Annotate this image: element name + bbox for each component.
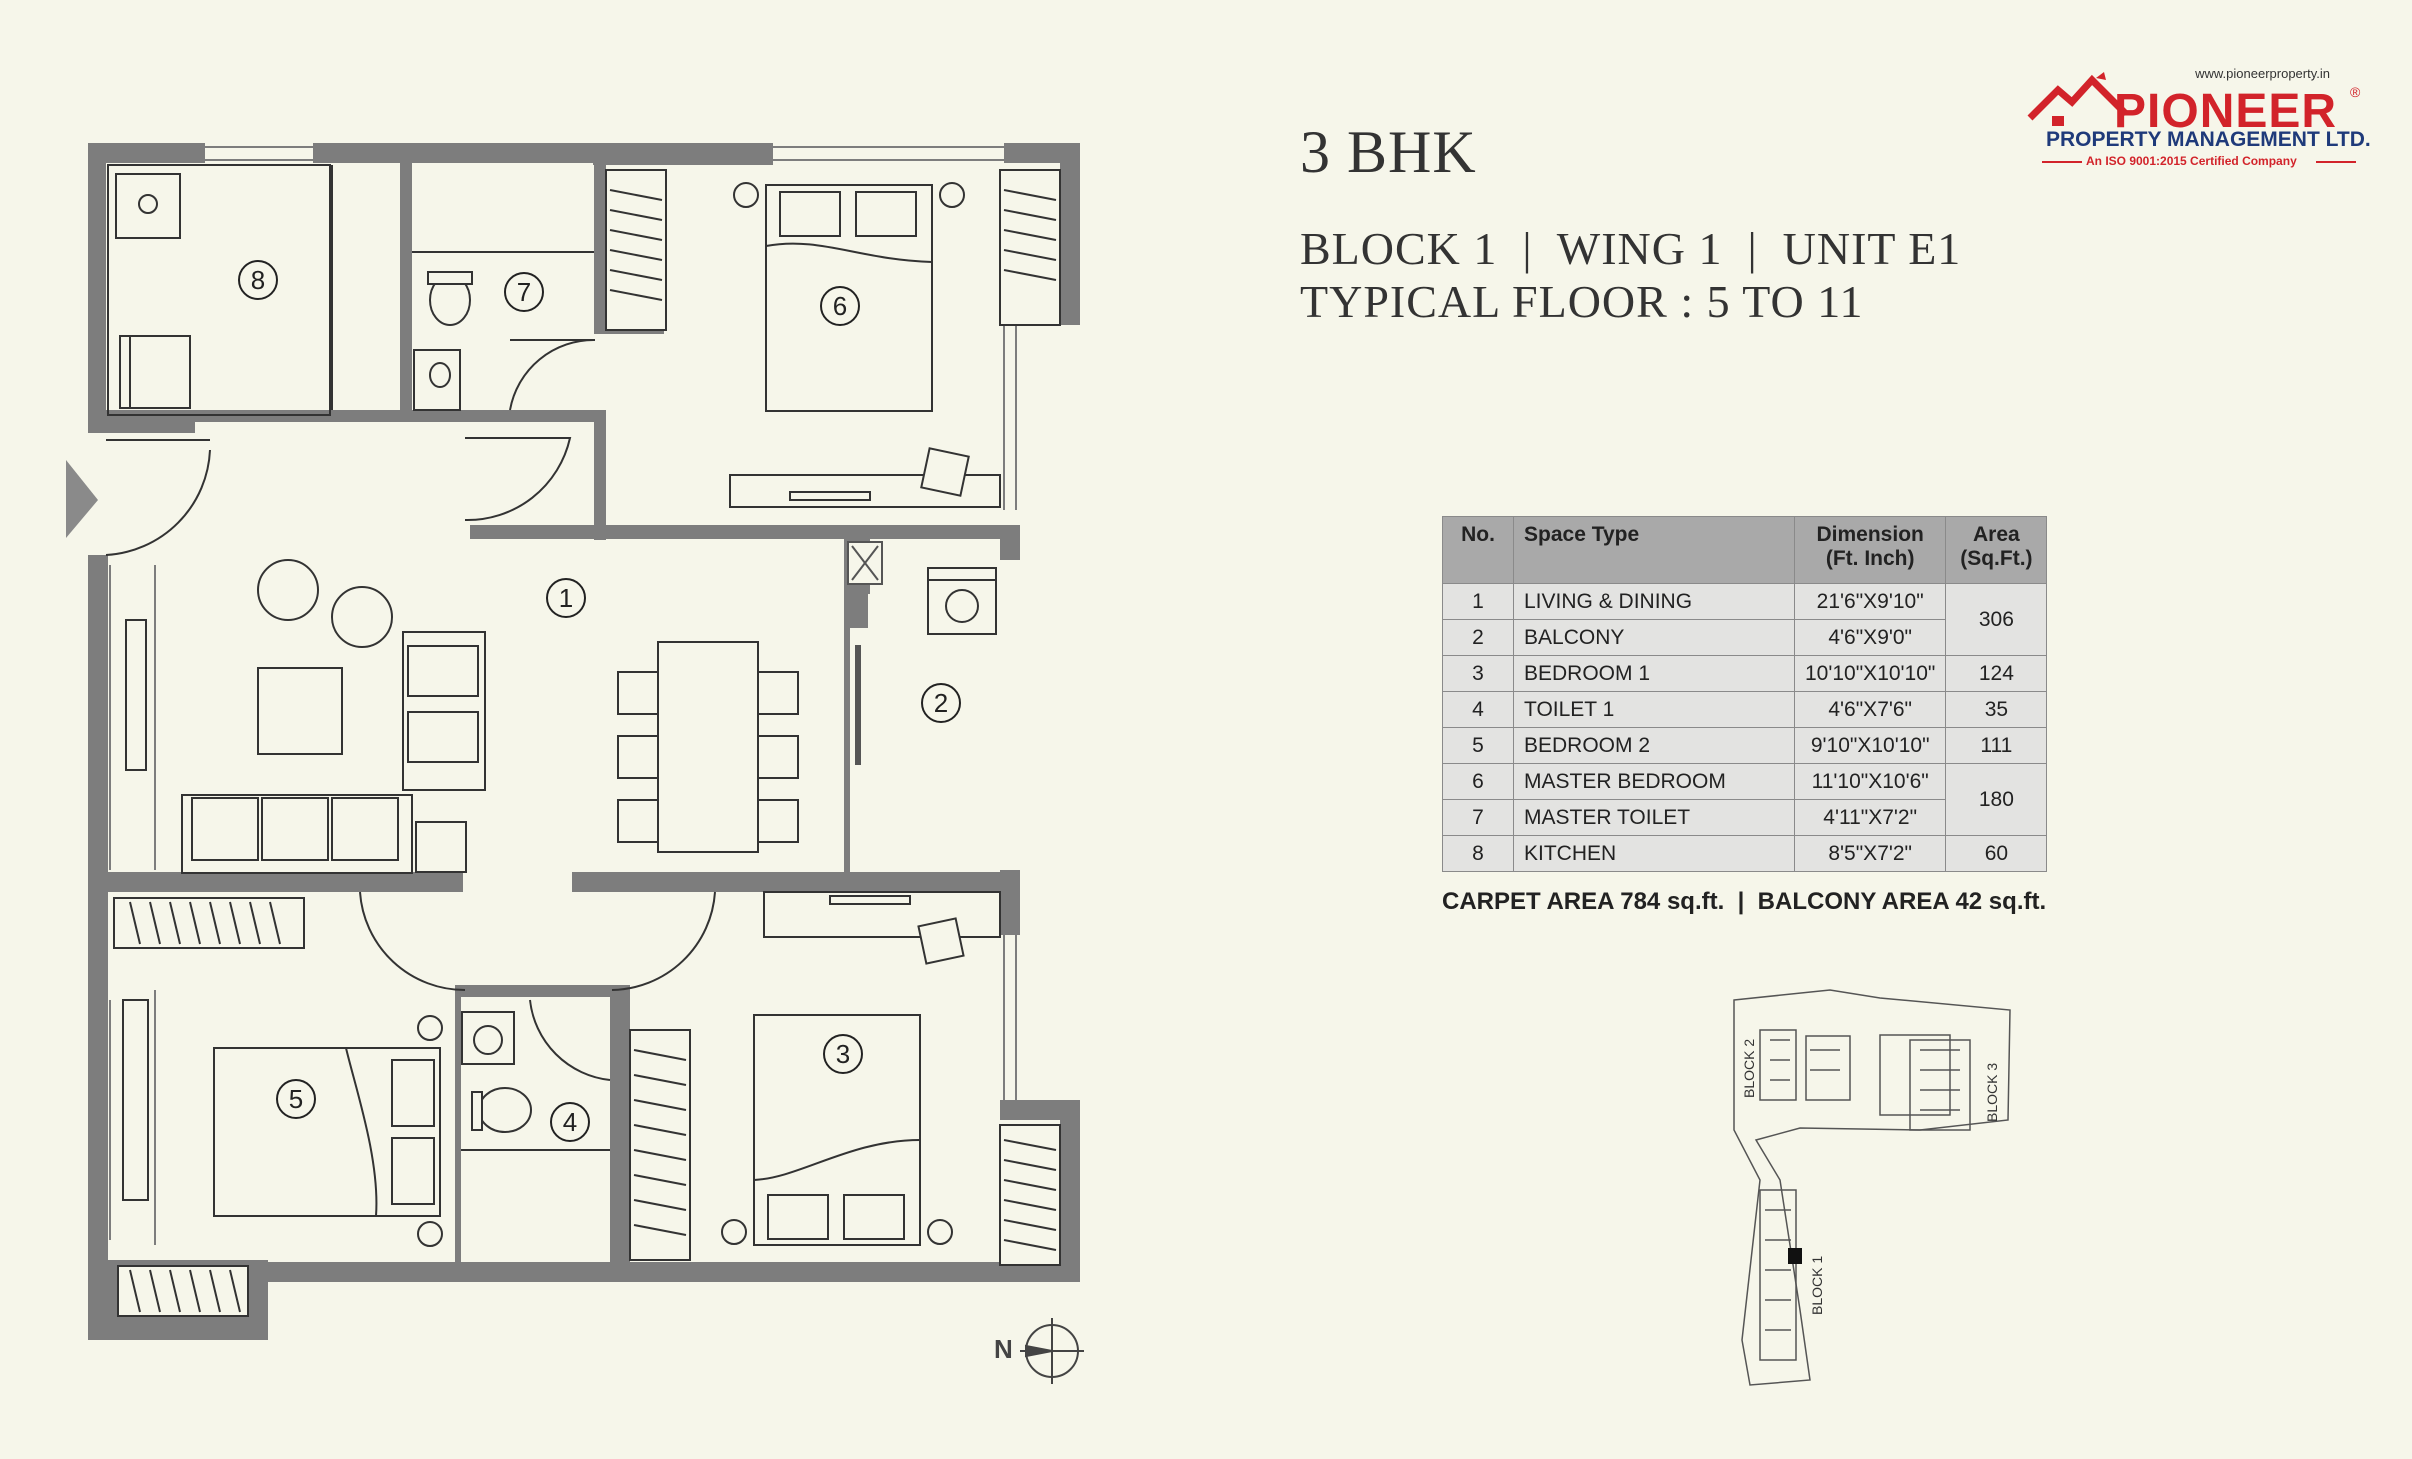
cell-dim: 4'11"X7'2" [1793,799,1947,836]
logo-rule-right [2316,161,2356,163]
table-row: 1 LIVING & DINING 21'6"X9'10" 306 [1442,583,2048,656]
header-space-type: Space Type [1513,516,1795,584]
table-row: 3 BEDROOM 1 10'10"X10'10" 124 [1442,655,2048,692]
bedroom-1-bed [721,891,1001,1246]
room-label-2: 2 [921,683,961,723]
cell-type: LIVING & DINING [1513,583,1795,620]
north-compass-icon [1020,1318,1084,1384]
logo-subtitle: PROPERTY MANAGEMENT LTD. [2046,128,2371,151]
logo-rule-left [2042,161,2082,163]
unit-line: BLOCK 1 | WING 1 | UNIT E1 [1300,223,1962,274]
logo-url: www.pioneerproperty.in [2195,66,2330,81]
area-summary: CARPET AREA 784 sq.ft. | BALCONY AREA 42… [1442,888,2047,915]
doors [105,338,716,1081]
room-label-4: 4 [550,1102,590,1142]
kitchen-fittings [107,164,333,416]
table-row: 5 BEDROOM 2 9'10"X10'10" 111 [1442,727,2048,764]
logo-name: PIONEER [2114,85,2338,138]
header-no: No. [1442,516,1514,584]
room-label-8: 8 [238,260,278,300]
windows [109,146,1017,1279]
master-bed [729,182,1001,508]
cell-no: 8 [1442,835,1514,872]
cell-no: 3 [1442,655,1514,692]
registered-mark: ® [2350,84,2361,100]
svg-text:1: 1 [559,583,573,613]
cell-area: 306 [1945,583,2048,656]
room-labels: 1 2 3 4 5 6 7 8 [238,260,961,1142]
cell-no: 1 [1442,583,1514,620]
table-row: 4 TOILET 1 4'6"X7'6" 35 [1442,691,2048,728]
cell-type: BALCONY [1513,619,1795,656]
cell-dim: 4'6"X9'0" [1793,619,1947,656]
svg-text:4: 4 [563,1107,577,1137]
washing-machine-icon [927,567,997,635]
svg-text:3: 3 [836,1039,850,1069]
key-plan: BLOCK 2 BLOCK 3 BLOCK 1 [1733,989,2011,1386]
room-label-1: 1 [546,578,586,618]
cell-area: 35 [1945,691,2048,728]
room-label-3: 3 [823,1034,863,1074]
table-header-row: No. Space Type Dimension (Ft. Inch) Area… [1442,516,2048,584]
cell-type: KITCHEN [1513,835,1795,872]
cell-no: 4 [1442,691,1514,728]
key-label-block-1: BLOCK 1 [1809,1256,1825,1315]
toilet-7-fittings [412,251,594,411]
svg-text:7: 7 [517,277,531,307]
room-label-6: 6 [820,286,860,326]
svg-text:8: 8 [251,265,265,295]
header-area: Area (Sq.Ft.) [1945,516,2048,584]
cell-dim: 21'6"X9'10" [1793,583,1947,620]
cell-no: 7 [1442,799,1514,836]
cell-area: 124 [1945,655,2048,692]
cell-type: MASTER TOILET [1513,799,1795,836]
room-label-5: 5 [276,1079,316,1119]
configuration-title: 3 BHK [1300,119,1477,185]
cell-dim: 9'10"X10'10" [1793,727,1947,764]
logo-certification: An ISO 9001:2015 Certified Company [2086,154,2297,168]
cell-type: TOILET 1 [1513,691,1795,728]
cell-type: BEDROOM 2 [1513,727,1795,764]
table-row: 2 BALCONY 4'6"X9'0" [1442,619,2047,656]
floor-plan: 1 2 3 4 5 6 7 8 [66,143,1084,1384]
house-roof-icon [2027,72,2129,126]
space-table: No. Space Type Dimension (Ft. Inch) Area… [1442,516,2048,872]
bedroom-2-bed [122,999,443,1247]
floor-line: TYPICAL FLOOR : 5 TO 11 [1300,275,1864,327]
header-dimension: Dimension (Ft. Inch) [1793,516,1947,584]
table-row: 6 MASTER BEDROOM 11'10"X10'6" 180 [1442,763,2048,836]
room-label-7: 7 [504,272,544,312]
cell-area: 180 [1945,763,2048,836]
cell-dim: 10'10"X10'10" [1793,655,1947,692]
key-label-block-2: BLOCK 2 [1741,1039,1757,1098]
svg-text:5: 5 [289,1084,303,1114]
pioneer-logo: www.pioneerproperty.in PIONEER ® PROPERT… [2020,60,2380,170]
cell-dim: 8'5"X7'2" [1793,835,1947,872]
living-furniture [125,559,799,874]
key-label-block-3: BLOCK 3 [1984,1063,2000,1122]
cell-dim: 11'10"X10'6" [1793,763,1947,800]
cell-type: BEDROOM 1 [1513,655,1795,692]
svg-text:6: 6 [833,291,847,321]
cell-no: 5 [1442,727,1514,764]
table-row: 7 MASTER TOILET 4'11"X7'2" [1442,799,2047,836]
cell-area: 111 [1945,727,2048,764]
toilet-4-fittings [461,1011,610,1151]
entry-arrow-icon [66,460,98,538]
cell-dim: 4'6"X7'6" [1793,691,1947,728]
cell-type: MASTER BEDROOM [1513,763,1795,800]
unit-location-marker [1788,1248,1802,1264]
title-block: 3 BHK BLOCK 1 | WING 1 | UNIT E1 TYPICAL… [1300,118,1961,329]
north-label: N [994,1334,1013,1364]
cell-no: 2 [1442,619,1514,656]
wardrobes [113,169,1061,1317]
cell-area: 60 [1945,835,2048,872]
svg-text:2: 2 [934,688,948,718]
cell-no: 6 [1442,763,1514,800]
interior-walls [106,163,1020,1280]
table-row: 8 KITCHEN 8'5"X7'2" 60 [1442,835,2048,872]
